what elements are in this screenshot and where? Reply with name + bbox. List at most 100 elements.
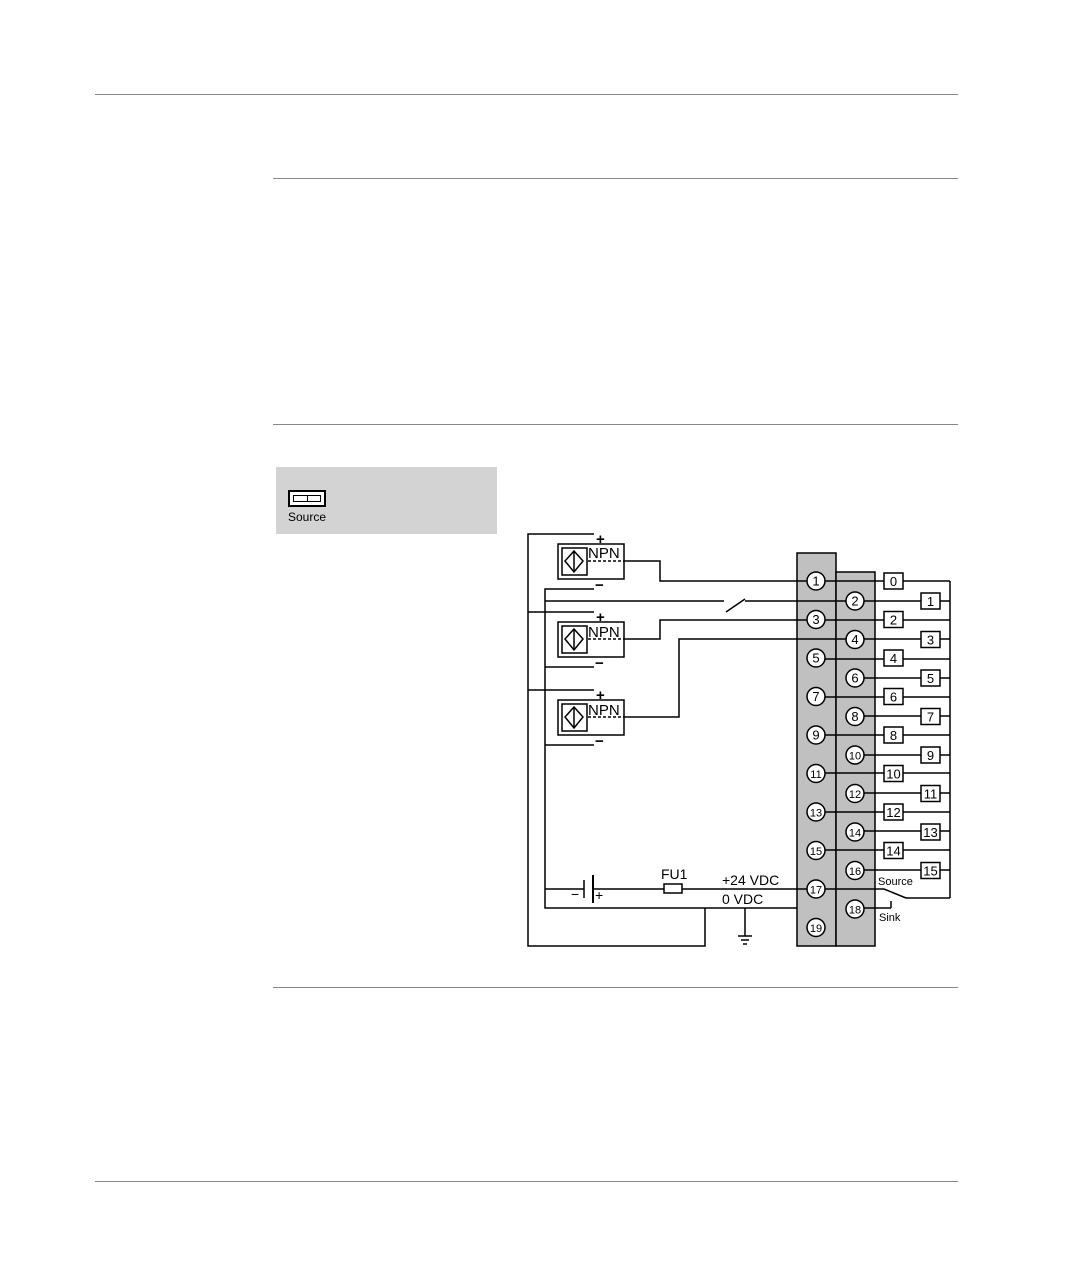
input-box-11: 11 <box>920 784 941 803</box>
terminal-6: 6 <box>845 668 865 688</box>
terminal-4: 4 <box>845 629 865 650</box>
sensor-label: NPN <box>588 702 620 719</box>
supply-zero-label: 0 VDC <box>722 891 763 907</box>
input-box-label: 3 <box>927 633 934 648</box>
input-box-label: 12 <box>886 805 900 820</box>
dip-switch-label: Source <box>288 510 327 524</box>
input-box-label: 1 <box>927 594 934 609</box>
input-box-label: 8 <box>890 728 897 743</box>
sensor3-output-wire <box>624 638 846 718</box>
terminal-label: 15 <box>810 846 822 858</box>
terminal-label: 2 <box>851 594 858 609</box>
input-box-0: 0 <box>883 572 904 590</box>
dip-switch-icon <box>288 490 326 507</box>
input-box-12: 12 <box>883 803 904 821</box>
ground-icon <box>738 908 752 945</box>
sensor2-output-wire <box>624 619 807 640</box>
terminal-5: 5 <box>806 648 826 668</box>
terminal-label: 13 <box>810 808 822 820</box>
terminal-label: 1 <box>812 574 819 589</box>
fuse-label: FU1 <box>661 866 688 882</box>
input-box-2: 2 <box>883 610 904 629</box>
sensor-plus: + <box>596 687 605 704</box>
input-box-5: 5 <box>920 669 941 687</box>
dip-switch-panel: Source <box>276 467 497 534</box>
sensor-label: NPN <box>588 624 620 641</box>
input-box-label: 9 <box>927 748 934 763</box>
footer-rule <box>95 1181 958 1182</box>
terminal-18: 18 <box>845 899 865 919</box>
terminal-11: 11 <box>806 763 826 784</box>
header-rule <box>95 94 958 95</box>
terminal-2: 2 <box>845 591 865 611</box>
input-box-label: 6 <box>890 690 897 705</box>
section-rule-3 <box>273 987 958 988</box>
sink-label: Sink <box>879 912 901 924</box>
battery-minus: − <box>571 886 579 902</box>
input-box-label: 2 <box>890 613 897 628</box>
terminal-label: 16 <box>849 866 861 878</box>
terminal-label: 8 <box>851 709 858 724</box>
terminal-label: 7 <box>812 689 819 704</box>
sensor-plus: + <box>596 531 605 548</box>
sensor-plus: + <box>596 609 605 626</box>
input-box-9: 9 <box>920 746 941 764</box>
input-box-label: 11 <box>924 787 938 802</box>
sensor-label: NPN <box>588 545 620 562</box>
sensor-minus: − <box>595 577 604 594</box>
common-bus <box>903 580 951 898</box>
input-box-label: 15 <box>923 864 937 879</box>
terminal-15: 15 <box>806 840 826 861</box>
source-label: Source <box>878 876 913 888</box>
input-box-label: 5 <box>927 671 934 686</box>
input-box-3: 3 <box>920 630 941 649</box>
terminal-label: 18 <box>849 905 861 917</box>
terminal-12: 12 <box>845 783 865 804</box>
section-rule-2 <box>273 424 958 425</box>
sensor-icon <box>561 547 588 576</box>
terminal-label: 3 <box>812 612 819 627</box>
supply-plus-label: +24 VDC <box>722 872 779 888</box>
input-box-13: 13 <box>920 823 941 841</box>
input-box-15: 15 <box>920 861 941 880</box>
input-box-10: 10 <box>883 764 904 783</box>
terminal-3: 3 <box>806 609 826 630</box>
section-rule-1 <box>273 178 958 179</box>
input-box-8: 8 <box>883 726 904 744</box>
input-box-label: 13 <box>923 825 937 840</box>
terminal-label: 17 <box>810 885 822 897</box>
input-box-7: 7 <box>920 707 941 726</box>
npn-sensor-3: NPN + − <box>557 687 625 750</box>
plus-bus-wire <box>527 533 706 947</box>
terminal-label: 4 <box>851 632 858 647</box>
sensor-minus: − <box>595 655 604 672</box>
terminal-14: 14 <box>845 822 865 842</box>
terminal-label: 6 <box>851 671 858 686</box>
sensor-icon <box>561 625 588 654</box>
terminal-label: 11 <box>810 769 821 781</box>
input-box-label: 10 <box>886 767 900 782</box>
terminal-7: 7 <box>806 686 826 707</box>
terminal-label: 10 <box>849 751 861 763</box>
input-box-label: 7 <box>927 710 934 725</box>
input-box-1: 1 <box>920 592 941 610</box>
npn-sensor-1: NPN + − <box>557 531 625 594</box>
terminal-label: 14 <box>849 828 861 840</box>
input-box-label: 14 <box>886 844 900 859</box>
sensor-minus: − <box>595 733 604 750</box>
battery-plus: + <box>595 887 603 903</box>
terminal-label: 12 <box>849 789 861 801</box>
terminal-16: 16 <box>845 860 865 881</box>
sensor-icon <box>561 703 588 732</box>
input-box-label: 4 <box>890 651 897 666</box>
terminal-13: 13 <box>806 802 826 822</box>
contact-switch <box>545 598 846 613</box>
terminal-1: 1 <box>806 571 826 591</box>
input-box-6: 6 <box>883 687 904 706</box>
terminal-8: 8 <box>845 706 865 727</box>
terminal-label: 9 <box>812 728 819 743</box>
terminal-9: 9 <box>806 725 826 745</box>
input-box-4: 4 <box>883 649 904 667</box>
minus-bus-wire <box>544 588 797 909</box>
